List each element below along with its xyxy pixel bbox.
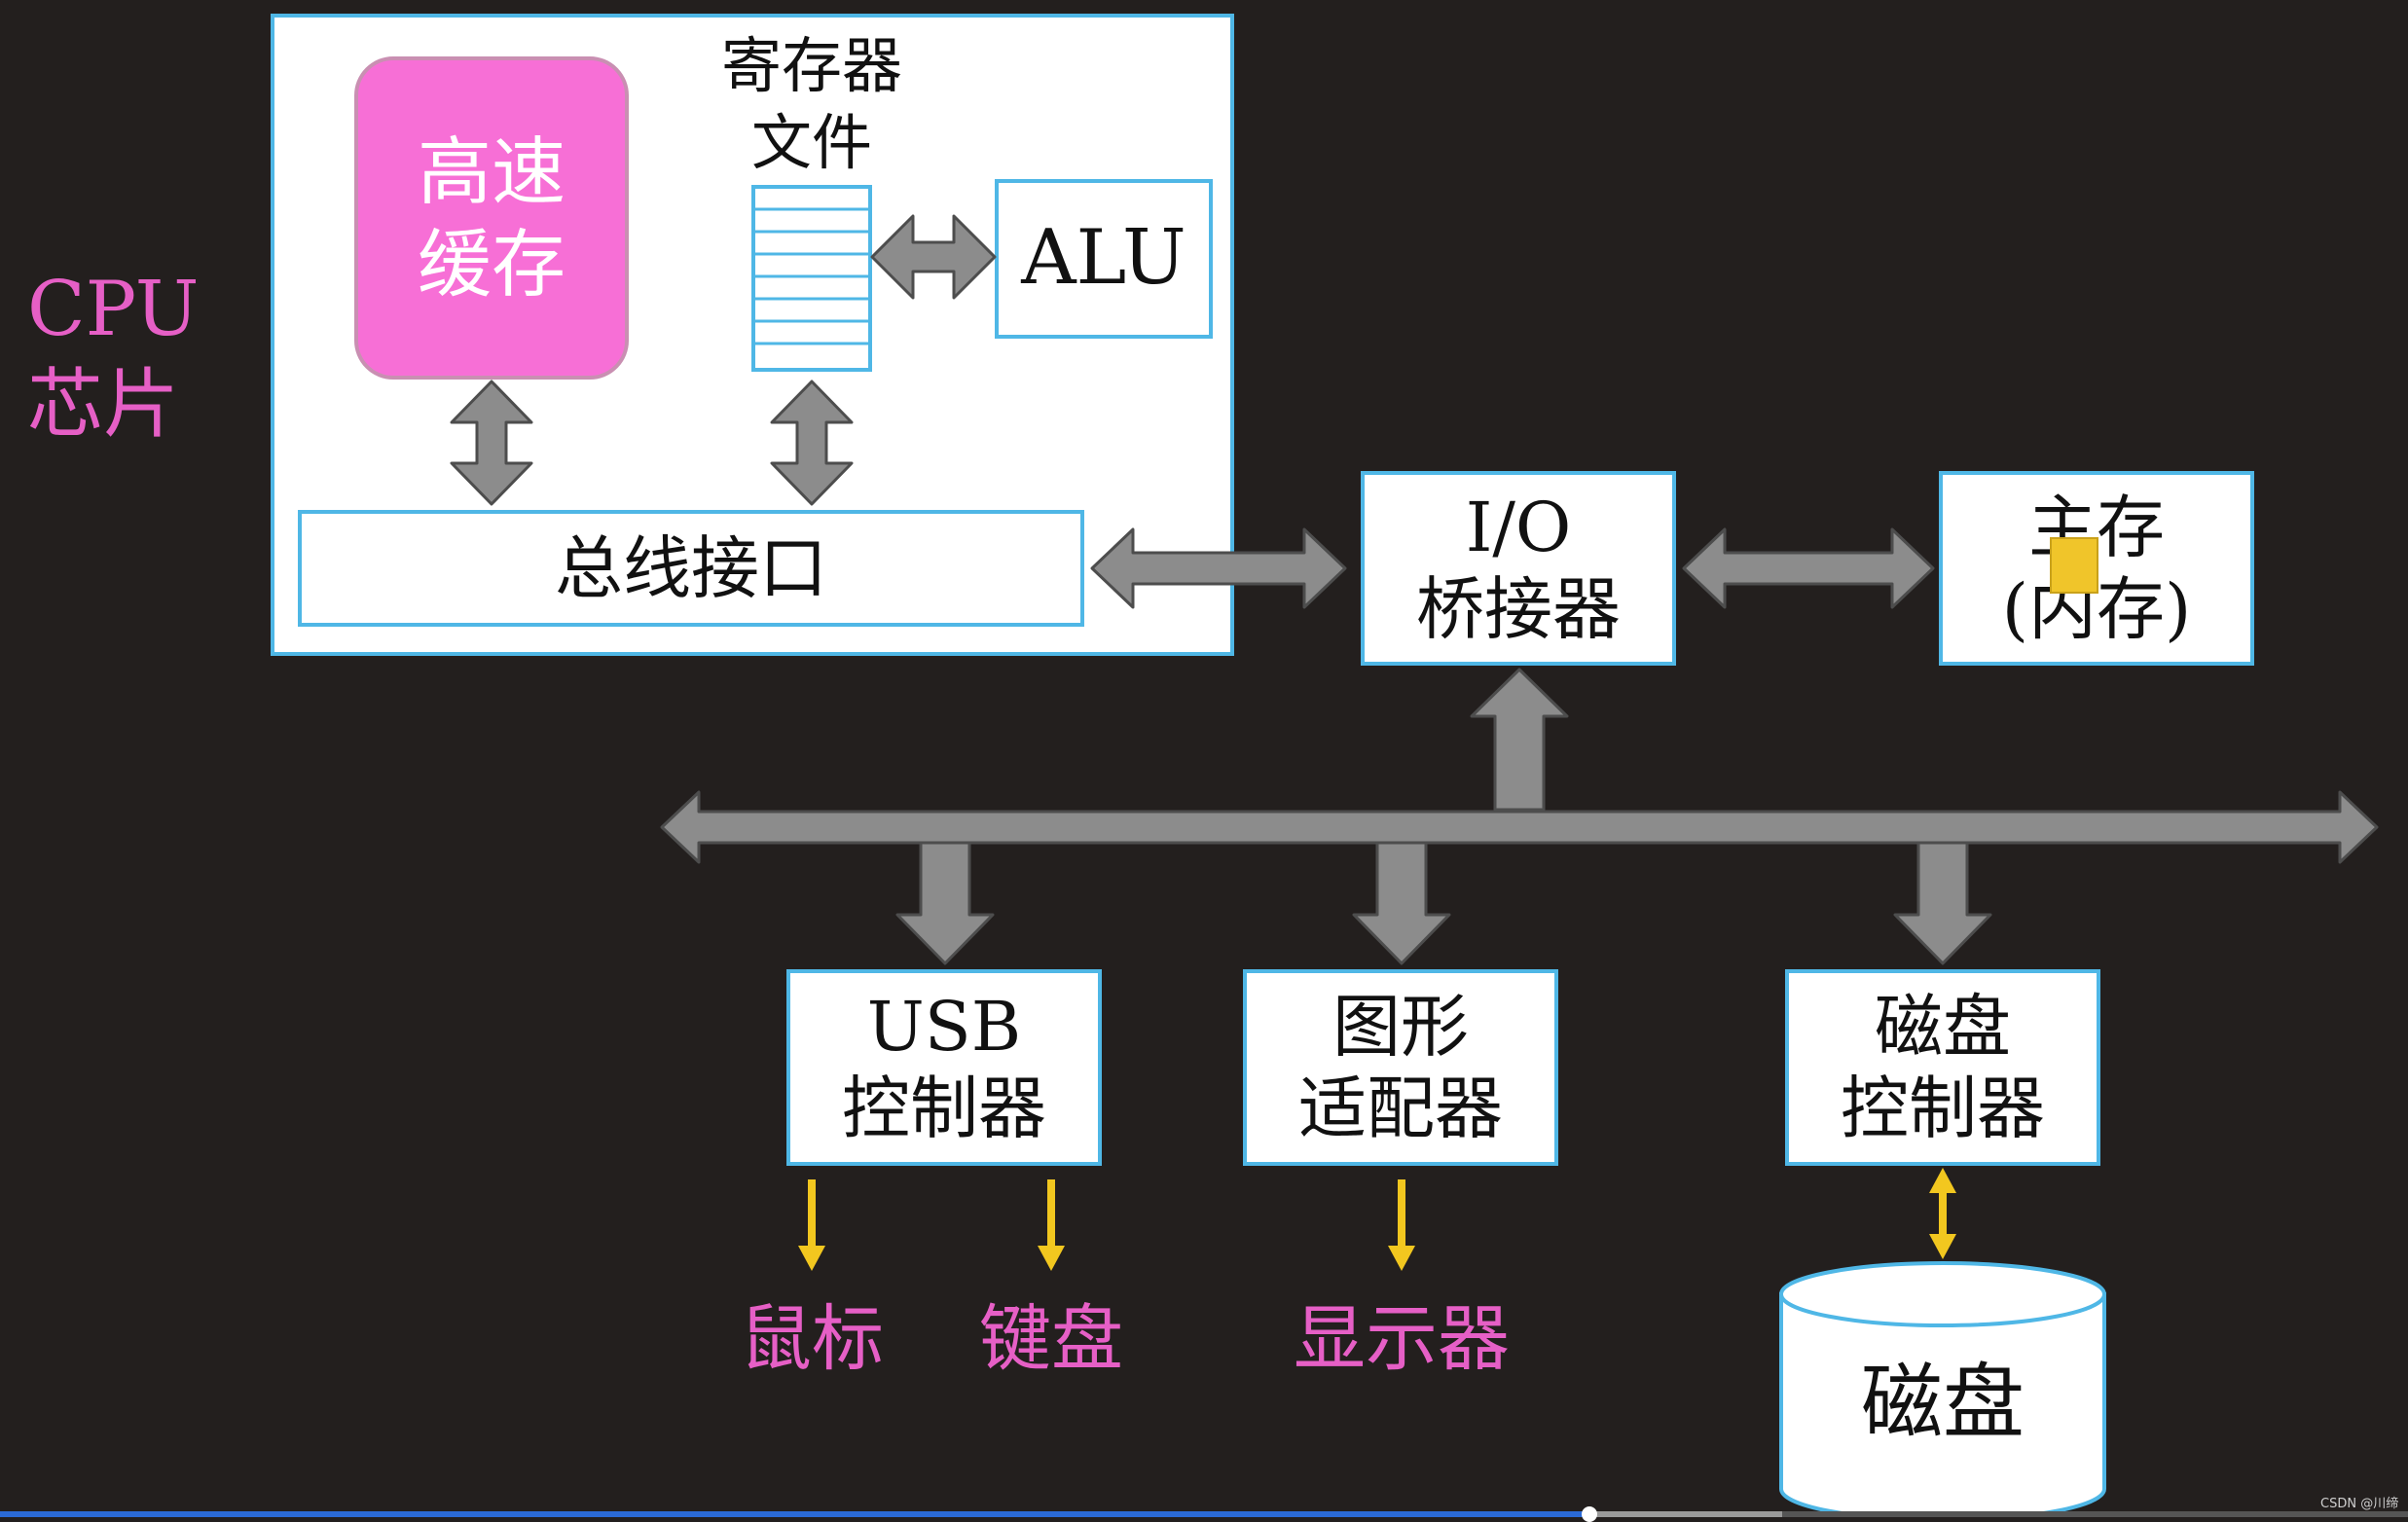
register-bus-arrow (770, 380, 854, 506)
io-bridge-label-line1: I/O (1465, 488, 1572, 567)
cpu-label-line1: CPU (27, 266, 200, 353)
video-progress-knob[interactable] (1582, 1506, 1597, 1522)
register-file-label-line1: 寄存器 (720, 30, 902, 101)
graphics-to-display-arrow (1388, 1179, 1415, 1271)
usb-controller-label-line1: USB (866, 987, 1022, 1067)
usb-controller-box: USB 控制器 (786, 969, 1102, 1166)
bus-to-io-bridge-arrow (1470, 668, 1569, 812)
graphics-adapter-label-line2: 适配器 (1298, 1069, 1503, 1148)
usb-to-mouse-arrow (798, 1179, 825, 1271)
cache-box: 高速 缓存 (354, 56, 629, 380)
alu-label: ALU (1021, 214, 1186, 303)
usb-controller-label-line2: 控制器 (842, 1069, 1046, 1148)
system-bus-arrow (660, 790, 2379, 864)
io-bridge-label-line2: 桥接器 (1416, 569, 1621, 649)
register-alu-arrow (870, 214, 997, 300)
io-bridge-memory-arrow (1682, 527, 1935, 609)
bus-to-graphics-arrow (1352, 841, 1451, 965)
usb-to-keyboard-arrow (1038, 1179, 1065, 1271)
mouse-label: 鼠标 (740, 1297, 884, 1381)
disk-label: 磁盘 (1860, 1355, 2025, 1450)
disk-controller-box: 磁盘 控制器 (1785, 969, 2100, 1166)
graphics-adapter-box: 图形 适配器 (1243, 969, 1558, 1166)
cache-label-line2: 缓存 (418, 221, 566, 308)
cursor-highlight-marker (2050, 537, 2098, 594)
disk-controller-disk-arrow (1929, 1168, 1956, 1259)
bus-to-disk-controller-arrow (1893, 841, 1992, 965)
cache-bus-arrow (450, 380, 533, 506)
cpu-label-line2: 芯片 (27, 360, 180, 449)
watermark: CSDN @川缔 (2320, 1497, 2399, 1511)
disk-controller-label-line1: 磁盘 (1875, 987, 2011, 1067)
register-file-label: 寄存器 文件 (681, 27, 942, 182)
register-file-label-line2: 文件 (750, 107, 872, 179)
keyboard-label: 键盘 (979, 1297, 1123, 1381)
video-progress-track[interactable] (0, 1506, 2408, 1522)
bus-interface-box: 总线接口 (298, 510, 1084, 627)
display-label: 显示器 (1294, 1297, 1510, 1381)
register-file-grid (751, 185, 872, 372)
bus-to-usb-arrow (895, 841, 995, 965)
video-progress-buffer (1589, 1511, 1782, 1517)
bus-interface-label: 总线接口 (555, 528, 827, 608)
disk-cylinder (1779, 1261, 2106, 1517)
cpu-chip-label: CPU 芯片 (27, 263, 200, 453)
cache-label-line1: 高速 (418, 128, 566, 215)
bus-interface-io-bridge-arrow (1090, 527, 1347, 609)
disk-controller-label-line2: 控制器 (1841, 1069, 2045, 1148)
graphics-adapter-label-line1: 图形 (1332, 987, 1469, 1067)
alu-box: ALU (995, 179, 1213, 339)
io-bridge-box: I/O 桥接器 (1361, 471, 1676, 666)
video-progress-fill (0, 1511, 1589, 1517)
